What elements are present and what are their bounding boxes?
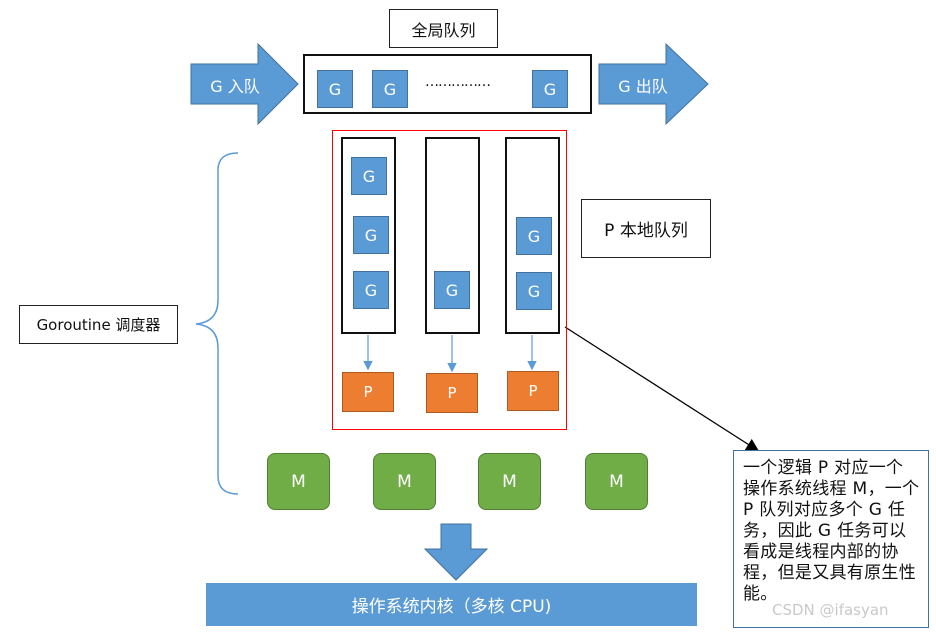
machine-m-1: M (267, 453, 330, 510)
scheduler-label: Goroutine 调度器 (19, 305, 178, 344)
global-queue-g-3: G (532, 70, 568, 108)
global-queue-ellipsis: …………… (425, 74, 491, 90)
local-queues-highlight (332, 130, 567, 430)
processor-p-3: P (507, 371, 559, 411)
global-queue-title: 全局队列 (389, 9, 498, 48)
callout-line (564, 326, 760, 452)
scheduler-brace (195, 152, 239, 495)
enqueue-arrow (190, 42, 299, 126)
kernel-down-arrow (423, 523, 489, 581)
local-queue-label: P 本地队列 (581, 199, 711, 258)
processor-p-1: P (342, 372, 394, 412)
global-queue-g-1: G (317, 70, 353, 108)
machine-m-3: M (478, 453, 541, 510)
processor-p-2: P (426, 373, 478, 413)
local-queue-1-g-3: G (353, 271, 389, 309)
local-queue-3-g-2: G (516, 272, 552, 310)
watermark: CSDN @ifasyan (772, 601, 889, 619)
machine-m-2: M (373, 453, 436, 510)
dequeue-arrow (598, 42, 709, 126)
global-queue-g-2: G (372, 70, 408, 108)
machine-m-4: M (585, 453, 648, 510)
dequeue-label: G 出队 (618, 77, 668, 96)
os-kernel-bar: 操作系统内核（多核 CPU) (206, 583, 697, 626)
local-queue-1-g-1: G (351, 157, 387, 195)
enqueue-label: G 入队 (210, 77, 260, 96)
local-queue-1-g-2: G (353, 216, 389, 254)
local-queue-3-g-1: G (516, 217, 552, 255)
explanation-note: 一个逻辑 P 对应一个操作系统线程 M，一个 P 队列对应多个 G 任务，因此 … (733, 450, 929, 628)
local-queue-2-g-1: G (434, 271, 470, 309)
